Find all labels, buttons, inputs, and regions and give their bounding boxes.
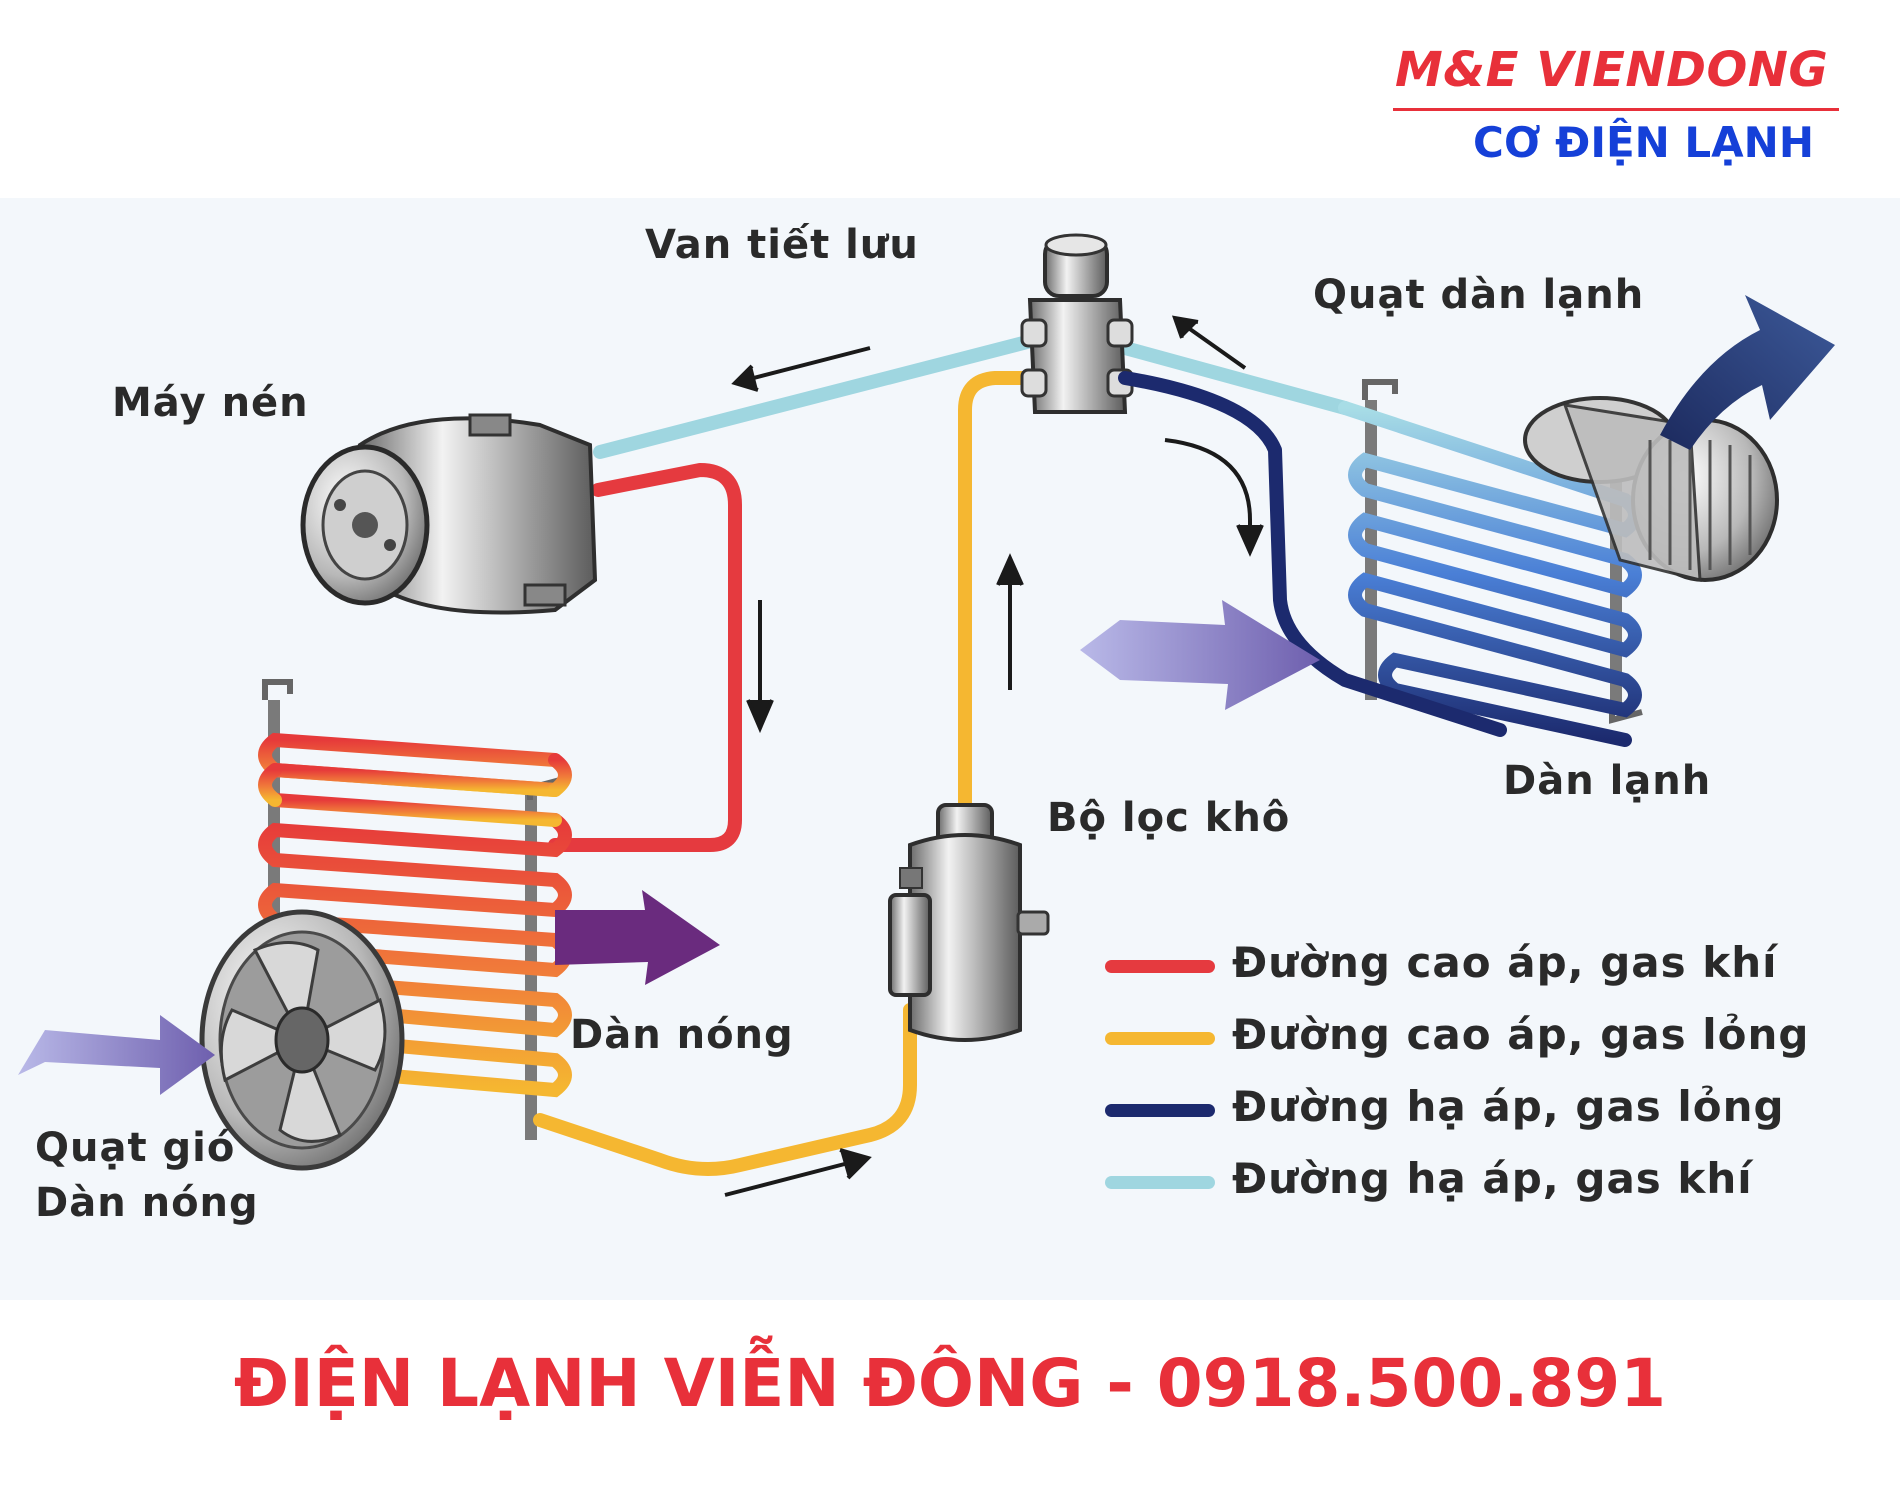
low-pressure-gas-line	[593, 333, 1352, 459]
evaporator-blower-fan	[1523, 396, 1779, 582]
legend-label-low-pressure-liquid: Đường hạ áp, gas lỏng	[1232, 1082, 1785, 1131]
brand-subtitle: CƠ ĐIỆN LẠNH	[1473, 118, 1814, 167]
condenser-fan	[199, 909, 405, 1171]
brand-divider	[1393, 108, 1839, 111]
flow-arrows	[724, 315, 1264, 1197]
label-condenser: Dàn nóng	[570, 1012, 794, 1058]
label-expansion-valve: Van tiết lưu	[645, 222, 919, 268]
airflow-arrow-into-condenser-fan	[18, 1015, 215, 1095]
legend-swatch-low-pressure-gas	[1105, 1176, 1215, 1189]
compressor	[300, 413, 598, 615]
label-evaporator: Dàn lạnh	[1503, 758, 1712, 804]
airflow-arrow-from-condenser	[555, 890, 720, 985]
legend-label-high-pressure-liquid: Đường cao áp, gas lỏng	[1232, 1010, 1810, 1059]
legend-label-low-pressure-gas: Đường hạ áp, gas khí	[1232, 1154, 1753, 1203]
label-compressor: Máy nén	[112, 380, 309, 426]
expansion-valve	[1020, 233, 1134, 414]
airflow-arrow-from-evaporator-fan	[1660, 295, 1835, 450]
legend-label-high-pressure-gas: Đường cao áp, gas khí	[1232, 938, 1778, 987]
airflow-arrow-into-evaporator	[1080, 600, 1320, 710]
legend-swatch-high-pressure-liquid	[1105, 1032, 1215, 1045]
legend-swatch-low-pressure-liquid	[1105, 1104, 1215, 1117]
high-pressure-gas-line	[548, 463, 742, 852]
legend-swatch-high-pressure-gas	[1105, 960, 1215, 973]
filter-drier	[888, 803, 1050, 1042]
brand-name: M&E VIENDONG	[1395, 42, 1829, 98]
footer-contact: ĐIỆN LẠNH VIỄN ĐÔNG - 0918.500.891	[233, 1345, 1667, 1422]
label-filter-drier: Bộ lọc khô	[1047, 795, 1291, 841]
high-pressure-liquid-line	[533, 371, 1042, 1176]
label-condenser-fan-line2: Dàn nóng	[35, 1180, 259, 1226]
label-evaporator-fan: Quạt dàn lạnh	[1313, 272, 1645, 318]
evaporator-coil	[1338, 379, 1643, 747]
label-condenser-fan-line1: Quạt gió	[35, 1125, 236, 1171]
